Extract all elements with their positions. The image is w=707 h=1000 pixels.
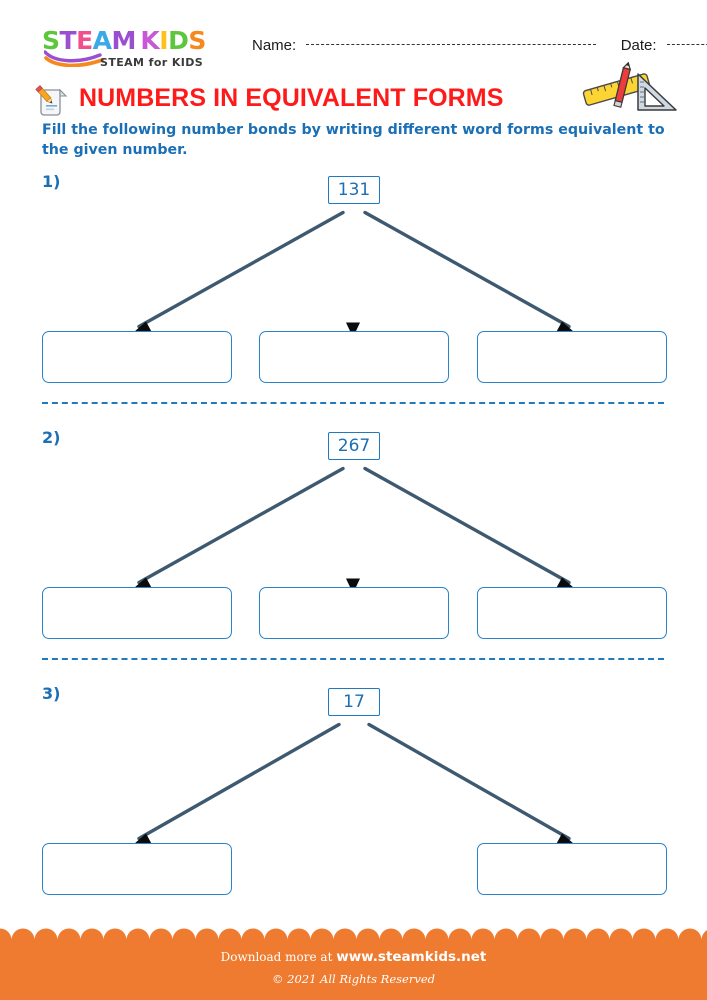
- problem-2: 2) 267: [0, 428, 707, 643]
- name-label: Name:: [252, 36, 297, 54]
- date-label: Date:: [620, 36, 657, 54]
- problem-2-number: 2): [42, 428, 61, 447]
- separator-1: [42, 402, 664, 404]
- problem-2-answer-box-3[interactable]: [477, 587, 667, 639]
- page-title: NUMBERS IN EQUIVALENT FORMS: [79, 84, 504, 112]
- logo-letter-6: K: [140, 26, 160, 55]
- page-header: STEAM KIDS STEAM for KIDS Name: Date:: [0, 0, 707, 72]
- problem-2-value: 267: [328, 432, 380, 460]
- logo-letter-2: E: [76, 26, 93, 55]
- logo-letter-3: A: [92, 26, 112, 55]
- footer-background: [0, 928, 707, 1000]
- name-date-row: Name: Date:: [252, 36, 707, 60]
- logo-letter-8: D: [168, 26, 189, 55]
- notepad-pencil-icon: [35, 85, 68, 116]
- title-row: NUMBERS IN EQUIVALENT FORMS: [33, 80, 673, 120]
- problem-1-answer-box-2[interactable]: [259, 331, 449, 383]
- steam-kids-logo: STEAM KIDS STEAM for KIDS: [42, 27, 234, 73]
- problem-1-number: 1): [42, 172, 61, 191]
- logo-tagline: STEAM for KIDS: [100, 56, 204, 69]
- problem-1: 1) 131: [0, 172, 707, 387]
- instructions-text: Fill the following number bonds by writi…: [42, 122, 665, 158]
- logo-letter-1: T: [59, 26, 77, 55]
- separator-2: [42, 658, 664, 660]
- problem-1-answer-box-1[interactable]: [42, 331, 232, 383]
- logo-wordmark: STEAM KIDS: [42, 27, 234, 54]
- logo-letter-0: S: [42, 26, 60, 55]
- problem-2-answer-box-1[interactable]: [42, 587, 232, 639]
- problem-2-answer-box-2[interactable]: [259, 587, 449, 639]
- name-input-line[interactable]: [306, 43, 597, 45]
- ruler-pencil-triangle-icon: [582, 62, 677, 111]
- problem-1-answer-box-3[interactable]: [477, 331, 667, 383]
- logo-letter-4: M: [111, 26, 137, 55]
- logo-letter-7: I: [159, 26, 169, 55]
- problem-3-answer-box-2[interactable]: [477, 843, 667, 895]
- footer-download-line: Download more at www.steamkids.net: [0, 949, 707, 965]
- date-input-line[interactable]: [666, 43, 707, 45]
- footer-copyright: © 2021 All Rights Reserved: [271, 972, 435, 986]
- logo-letter-9: S: [188, 26, 206, 55]
- footer-download-prefix: Download more at: [220, 950, 333, 964]
- problem-3-answer-box-1[interactable]: [42, 843, 232, 895]
- footer-site-link[interactable]: www.steamkids.net: [336, 949, 487, 965]
- problem-1-value: 131: [328, 176, 380, 204]
- problem-3: 3) 17: [0, 684, 707, 899]
- problem-3-value: 17: [328, 688, 380, 716]
- page-footer: Download more at www.steamkids.net © 202…: [0, 928, 707, 1000]
- logo-swoosh-icon: [44, 50, 104, 67]
- problem-3-number: 3): [42, 684, 61, 703]
